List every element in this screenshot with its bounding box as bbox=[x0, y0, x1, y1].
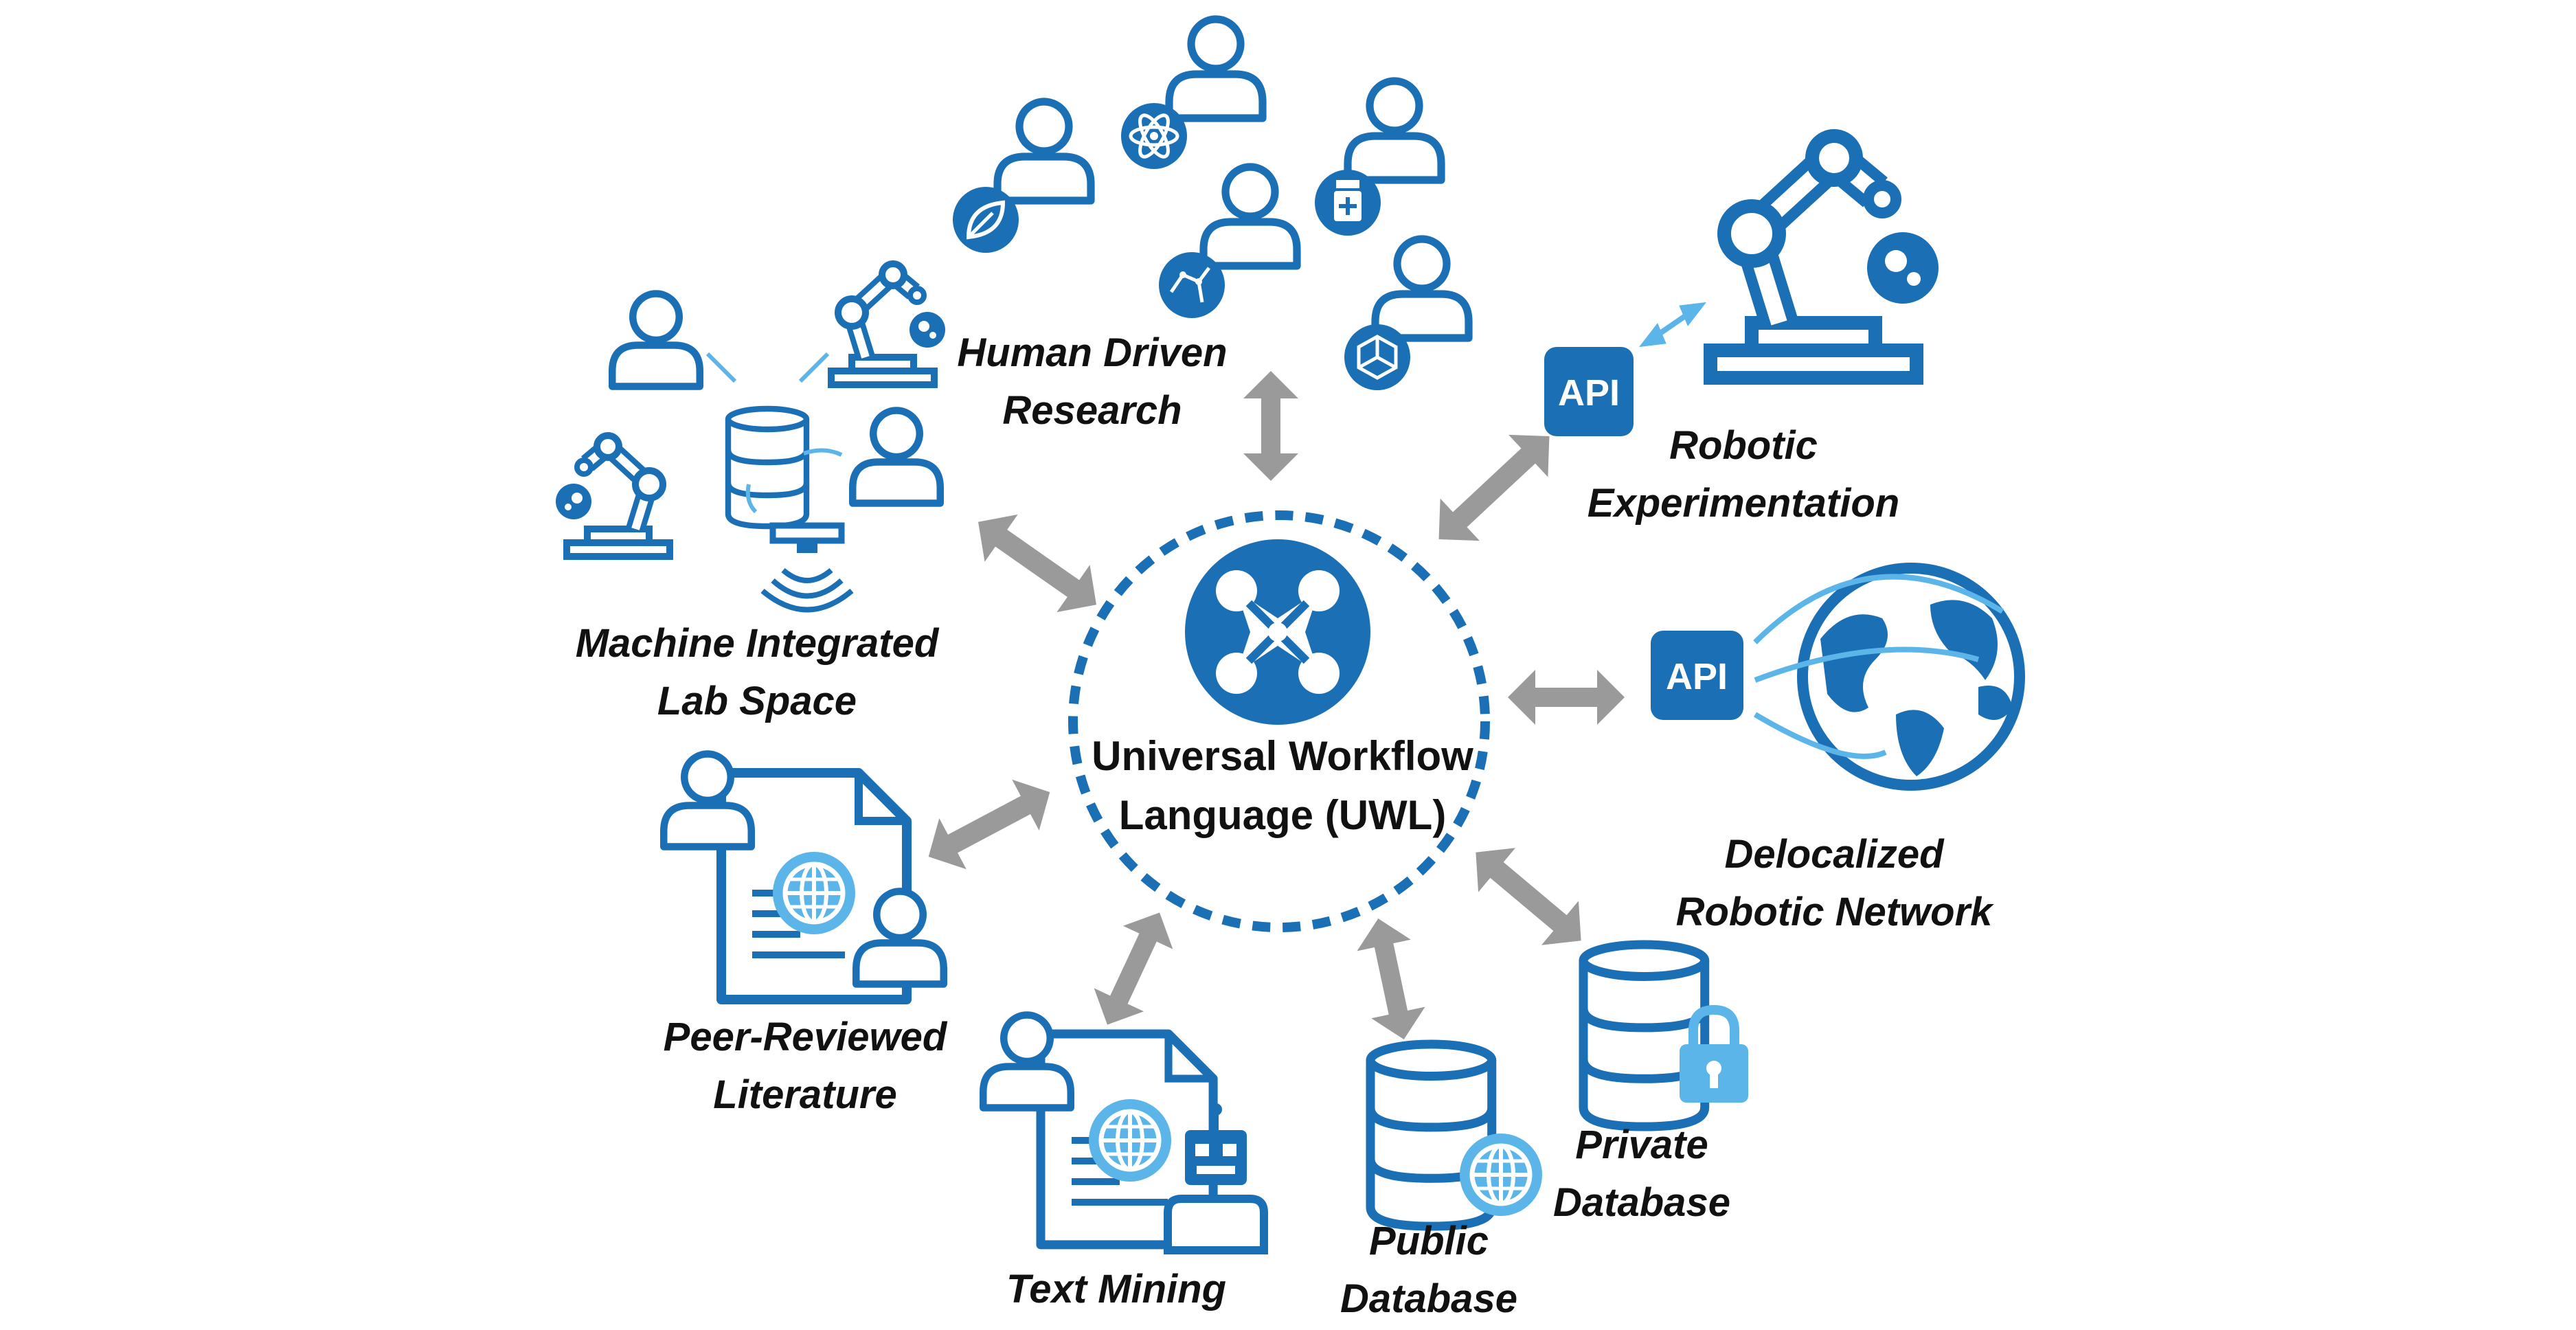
uwl-title: Universal Workflow Language (UWL) bbox=[1092, 727, 1473, 845]
api-badge bbox=[1651, 631, 1743, 720]
robot-arm-icon bbox=[556, 436, 670, 556]
delocalized-network-cluster: API bbox=[1651, 563, 2025, 791]
globe-icon bbox=[1089, 1099, 1171, 1182]
label-line: Literature bbox=[713, 1072, 897, 1117]
arrow-machine-lab bbox=[978, 514, 1097, 613]
label-line: Experimentation bbox=[1587, 481, 1900, 526]
arrow-robotic-experimentation bbox=[1438, 434, 1550, 541]
label-machine-lab: Machine Integrated Lab Space bbox=[576, 615, 939, 730]
api-badge-label: API bbox=[1666, 656, 1728, 697]
private-database-cluster bbox=[1583, 945, 1748, 1127]
connector-arrows bbox=[928, 371, 1625, 1040]
robot-arm-icon bbox=[1710, 136, 1939, 378]
person-icon bbox=[1169, 19, 1263, 118]
label-line: Robotic bbox=[1669, 423, 1818, 468]
label-line: Human Driven bbox=[957, 330, 1228, 375]
label-line: Database bbox=[1553, 1180, 1730, 1225]
robot-head-icon bbox=[1164, 1103, 1268, 1254]
text-mining-cluster bbox=[983, 1015, 1268, 1254]
robotic-experimentation-cluster: API bbox=[1544, 136, 1939, 436]
person-icon bbox=[612, 294, 700, 387]
globe-icon bbox=[773, 852, 855, 934]
label-human-research: Human Driven Research bbox=[957, 324, 1227, 440]
arrow-human-research bbox=[1243, 371, 1298, 481]
label-line: Public bbox=[1368, 1219, 1489, 1263]
medicine-bottle-icon bbox=[1315, 170, 1381, 236]
cube-network-icon bbox=[1344, 324, 1410, 390]
uwl-hub bbox=[1068, 510, 1490, 932]
person-icon bbox=[1375, 239, 1469, 338]
uwl-logo-icon bbox=[1185, 539, 1370, 725]
public-database-cluster bbox=[1370, 1044, 1542, 1226]
leaf-icon bbox=[953, 187, 1019, 253]
arrow-delocalized-network bbox=[1508, 670, 1625, 725]
lock-icon bbox=[1680, 1004, 1748, 1103]
sensor-icon bbox=[760, 522, 854, 613]
human-research-cluster bbox=[953, 19, 1469, 390]
label-peer-literature: Peer-Reviewed Literature bbox=[664, 1008, 947, 1124]
label-text-mining: Text Mining bbox=[1006, 1261, 1226, 1318]
label-line: Private bbox=[1575, 1123, 1708, 1167]
person-icon bbox=[852, 411, 940, 504]
person-icon bbox=[1348, 81, 1441, 180]
bidirectional-arrow-icon bbox=[1638, 302, 1707, 348]
network-link-arrows bbox=[1753, 574, 2004, 759]
peer-literature-cluster bbox=[664, 754, 944, 1000]
label-line: Delocalized bbox=[1724, 832, 1944, 877]
label-line: Lab Space bbox=[657, 679, 857, 723]
label-private-database: Private Database bbox=[1553, 1116, 1730, 1232]
robot-arm-icon bbox=[831, 264, 945, 385]
person-icon bbox=[1204, 167, 1297, 266]
label-line: Text Mining bbox=[1006, 1267, 1227, 1311]
label-robotic-experimentation: Robotic Experimentation bbox=[1588, 417, 1899, 532]
molecule-icon bbox=[1159, 252, 1225, 318]
database-icon bbox=[728, 409, 806, 526]
globe-icon bbox=[1797, 563, 2025, 791]
label-line: Research bbox=[1002, 388, 1182, 433]
api-badge-label: API bbox=[1558, 372, 1620, 414]
hub-dashed-ring bbox=[1068, 510, 1490, 932]
arrow-text-mining bbox=[1094, 912, 1173, 1025]
atom-icon bbox=[1121, 103, 1187, 169]
machine-lab-cluster bbox=[556, 264, 945, 613]
arrow-public-database bbox=[1357, 918, 1425, 1040]
label-public-database: Public Database bbox=[1340, 1213, 1517, 1328]
label-line: Machine Integrated bbox=[575, 621, 939, 666]
arrow-peer-literature bbox=[928, 779, 1050, 870]
link-arrows bbox=[705, 352, 843, 514]
arrow-private-database bbox=[1476, 848, 1581, 945]
label-line: Robotic Network bbox=[1675, 890, 1993, 934]
label-line: Peer-Reviewed bbox=[663, 1015, 947, 1059]
api-badge bbox=[1544, 347, 1634, 436]
person-icon bbox=[997, 102, 1091, 201]
label-delocalized-network: Delocalized Robotic Network bbox=[1676, 826, 1993, 941]
globe-icon bbox=[1460, 1134, 1542, 1216]
uwl-title-line2: Language (UWL) bbox=[1118, 792, 1447, 838]
label-line: Database bbox=[1340, 1276, 1517, 1321]
uwl-title-line1: Universal Workflow bbox=[1092, 733, 1473, 779]
